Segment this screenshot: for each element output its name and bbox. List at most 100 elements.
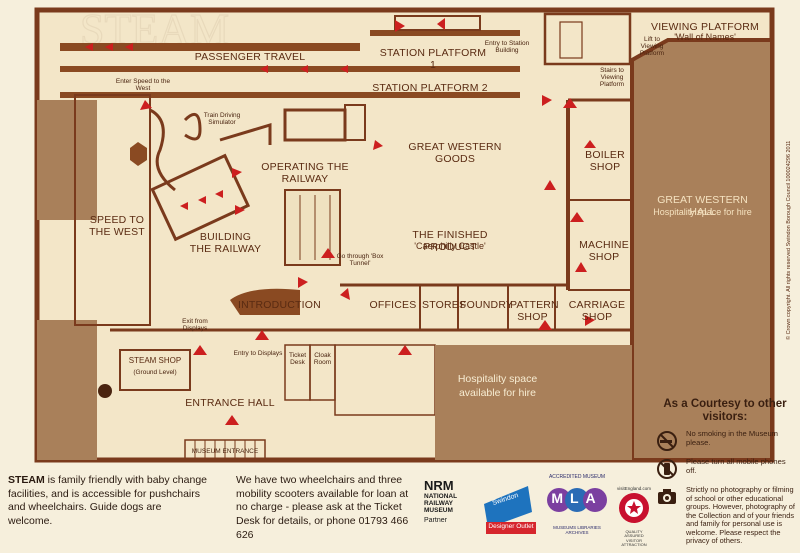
footer: STEAM is family friendly with baby chang…	[0, 470, 652, 553]
arrow-icon	[538, 320, 552, 330]
family-text: is family friendly with baby change faci…	[8, 474, 207, 527]
arrow-icon	[542, 95, 552, 106]
floor-plan: STEAM	[0, 0, 800, 470]
rule-text: Please turn all mobile phones off.	[686, 457, 786, 475]
arrow-icon	[544, 180, 556, 190]
mla-top-text: ACCREDITED MUSEUM	[548, 474, 606, 480]
arrow-icon	[85, 43, 93, 51]
ground-level-label: (Ground Level)	[133, 369, 177, 376]
arrow-icon	[300, 65, 308, 73]
visit-england-text: visitEngland.com	[616, 486, 652, 491]
arrow-icon	[125, 43, 133, 51]
exit-displays-label: Exit from Displays	[182, 318, 208, 333]
arrow-icon	[260, 65, 268, 73]
enter-speed-label: Enter Speed to the West	[115, 78, 171, 93]
quality-badge-icon	[619, 493, 649, 523]
ticket-desk-label: Ticket Desk	[288, 352, 307, 367]
entry-displays-label: Entry to Displays	[233, 350, 283, 357]
stores-label: STORES	[422, 299, 467, 311]
offices-label: OFFICES	[369, 299, 417, 311]
visit-england-logo: visitEngland.com QUALITY ASSURED VISITOR…	[616, 486, 652, 548]
arrow-icon	[193, 345, 207, 355]
mla-circles-icon	[547, 488, 607, 512]
direction-arrows	[85, 18, 596, 425]
mla-logo: ACCREDITED MUSEUM MLA MUSEUMS LIBRARIES …	[544, 474, 610, 549]
no-smoking-icon	[657, 431, 677, 451]
box-tunnel-label: Go through 'Box Tunnel'	[336, 253, 384, 268]
rule-text: No smoking in the Museum please.	[686, 429, 779, 447]
arrow-icon	[105, 43, 113, 51]
great-western-goods-label: GREAT WESTERN GOODS	[408, 141, 502, 165]
carriage-shop-label: CARRIAGE SHOP	[568, 299, 626, 323]
entrance-hall-label: ENTRANCE HALL	[185, 397, 275, 409]
station-platform-1-label: STATION PLATFORM 1	[379, 47, 487, 71]
phone-icon	[98, 384, 112, 398]
floor-plan-svg: STEAM	[0, 0, 800, 470]
building-railway-label: BUILDING THE RAILWAY	[189, 231, 262, 255]
courtesy-title: As a Courtesy to other visitors:	[663, 398, 787, 424]
swindon-logo-icon	[484, 486, 536, 534]
arrow-icon	[575, 262, 587, 272]
arrow-icon	[232, 168, 242, 178]
arrow-icon	[373, 140, 383, 150]
introduction-label: INTRODUCTION	[238, 299, 321, 311]
cloak-room-label: Cloak Room	[313, 352, 332, 367]
copyright-note: © Crown copyright. All rights reserved S…	[786, 140, 792, 340]
machine-shop-label: MACHINE SHOP	[579, 239, 629, 263]
quality-assured-text: QUALITY ASSURED VISITOR ATTRACTION	[621, 529, 647, 548]
entry-station-label: Entry to Station Building	[484, 40, 530, 55]
stairs-label: Stairs to Viewing Platform	[599, 67, 625, 89]
foundry-label: FOUNDRY	[460, 299, 514, 311]
arrow-icon	[585, 315, 595, 326]
operating-railway-label: OPERATING THE RAILWAY	[261, 161, 349, 185]
arrow-icon	[398, 345, 412, 355]
courtesy-panel: As a Courtesy to other visitors: No smok…	[654, 398, 796, 553]
hospitality-space-label: Hospitality space available for hire	[457, 373, 538, 400]
great-western-hall-label: GREAT WESTERN HALL	[657, 194, 748, 218]
steam-name: STEAM	[8, 474, 45, 486]
arrow-icon	[225, 415, 239, 425]
arrow-icon	[584, 140, 596, 148]
arrow-icon	[215, 190, 223, 198]
station-platform-2-label: STATION PLATFORM 2	[372, 82, 488, 94]
passenger-travel-label: PASSENGER TRAVEL	[194, 51, 306, 63]
designer-outlet-text: Designer Outlet	[488, 523, 534, 530]
family-friendly-text: STEAM is family friendly with baby chang…	[8, 474, 208, 529]
caerphilly-label: 'Caerphilly Castle'	[414, 241, 486, 251]
arrow-icon	[340, 65, 348, 73]
partner-label: Partner	[424, 517, 447, 525]
arrow-icon	[235, 205, 245, 215]
arrow-icon	[340, 288, 350, 300]
finished-product-label: THE FINISHED PRODUCT	[412, 229, 488, 253]
arrow-icon	[198, 196, 206, 204]
arrow-icon	[395, 20, 405, 32]
hospitality-hire-label: Hospitality space for hire	[653, 207, 752, 217]
arrow-icon	[570, 212, 584, 222]
rule-text: Strictly no photography or filming of sc…	[686, 485, 795, 546]
wall-of-names-label: 'Wall of Names'	[674, 32, 736, 42]
mla-bottom-text: MUSEUMS LIBRARIES ARCHIVES	[553, 525, 601, 535]
mla-text: MLA	[551, 490, 603, 506]
speed-to-west-label: SPEED TO THE WEST	[89, 214, 145, 238]
wheelchair-text: We have two wheelchairs and three mobili…	[236, 474, 409, 541]
nrm-name: NATIONAL RAILWAY MUSEUM	[424, 493, 457, 515]
arrow-icon	[298, 277, 308, 288]
arrow-icon	[255, 330, 269, 340]
arrow-icon	[140, 100, 152, 110]
nrm-logo: NRM NATIONAL RAILWAY MUSEUM Partner	[424, 478, 474, 550]
no-phone-icon	[657, 459, 677, 479]
boiler-shop-label: BOILER SHOP	[585, 149, 625, 173]
pattern-shop-label: PATTERN SHOP	[510, 299, 559, 323]
viewing-platform-label: VIEWING PLATFORM	[650, 21, 759, 33]
arrow-icon	[437, 18, 445, 30]
arrow-icon	[321, 248, 335, 258]
swindon-designer-outlet-logo: Swindon Designer Outlet	[478, 478, 538, 538]
arrow-icon	[563, 98, 577, 108]
arrow-icon	[180, 202, 188, 210]
museum-entrance-label: MUSEUM ENTRANCE	[191, 448, 259, 455]
lift-label: Lift to Viewing Platform	[639, 36, 665, 58]
camera-icon	[658, 489, 676, 504]
steam-shop-label: STEAM SHOP	[128, 356, 182, 365]
train-simulator-label: Train Driving Simulator	[203, 112, 241, 127]
